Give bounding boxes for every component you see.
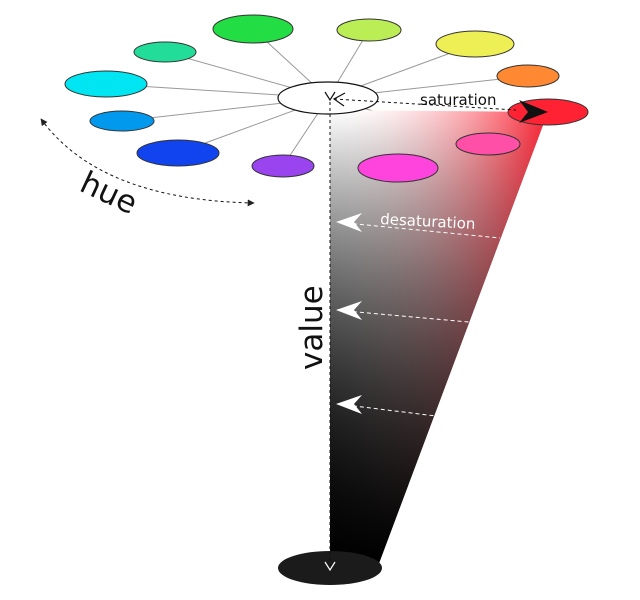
value-darkening bbox=[330, 110, 548, 566]
value-axis-top-arrowhead bbox=[324, 91, 336, 102]
value-axis-bottom-arrowhead bbox=[324, 561, 336, 572]
hue-swatch-lime bbox=[336, 18, 402, 42]
hue-swatch-yellow bbox=[435, 30, 515, 58]
hue-swatch-pink bbox=[455, 132, 521, 156]
hue-arc-arrow bbox=[40, 118, 255, 207]
desaturation-arrow-3-line bbox=[345, 404, 437, 417]
hue-swatch-green bbox=[212, 14, 294, 44]
hue-swatch-mint bbox=[133, 41, 197, 63]
saturation-arrow-line bbox=[333, 98, 517, 111]
hue-swatch-violet bbox=[251, 154, 315, 178]
hue-swatch-cyan bbox=[64, 70, 148, 98]
desaturation-arrowhead-2 bbox=[336, 301, 362, 320]
saturation-arrow-tail bbox=[332, 92, 346, 107]
saturation-arrowhead bbox=[519, 100, 548, 123]
desaturation-arrow-1-line bbox=[345, 222, 501, 239]
desaturation-arrowhead-3 bbox=[336, 395, 362, 414]
hue-swatch-magenta bbox=[357, 153, 439, 183]
value-label: value bbox=[294, 285, 330, 370]
hue-label: hue bbox=[75, 165, 143, 222]
hue-swatch-sky bbox=[89, 110, 155, 132]
saturation-label: saturation bbox=[420, 91, 497, 109]
desaturation-arrows bbox=[336, 213, 501, 417]
white-hub-ellipse bbox=[277, 81, 379, 115]
hue-swatch-orange bbox=[496, 64, 560, 88]
desaturation-label: desaturation bbox=[380, 210, 476, 233]
desaturation-arrowhead-1 bbox=[336, 213, 362, 232]
hue-swatch-blue bbox=[136, 139, 220, 167]
black-base-ellipse bbox=[278, 551, 382, 585]
